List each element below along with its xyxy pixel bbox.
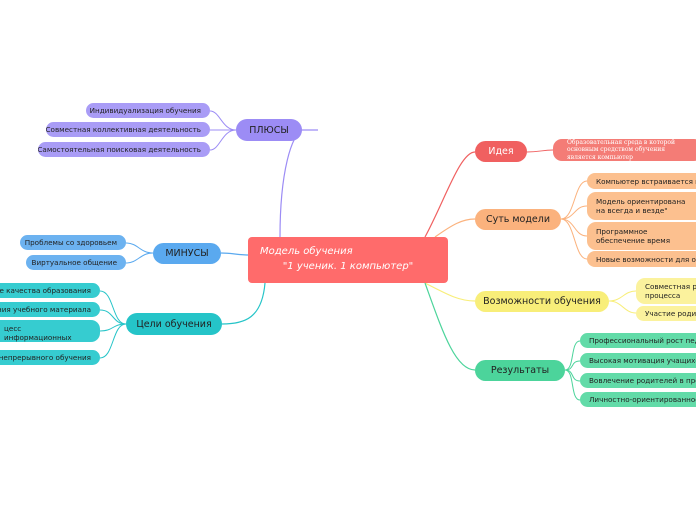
connector-line-15: [99, 323, 127, 359]
central-topic-subtitle: "1 ученик. 1 компьютер": [282, 260, 414, 272]
minus-item-virtual[interactable]: Виртуальное общение: [26, 255, 126, 270]
results-item-motivation[interactable]: Высокая мотивация учащихся: [580, 353, 696, 368]
branch-results[interactable]: Результаты: [475, 360, 565, 381]
essence-item-software[interactable]: Программное обеспечение время: [587, 222, 696, 250]
connector-line-9: [209, 129, 237, 151]
plus-item-individualization[interactable]: Индивидуализация обучения: [86, 103, 210, 118]
connector-line-1: [220, 252, 251, 256]
branch-possibilities[interactable]: Возможности обучения: [475, 291, 609, 312]
connector-line-6: [424, 282, 476, 371]
connector-line-0: [279, 129, 318, 238]
central-topic[interactable]: Модель обучения "1 ученик. 1 компьютер": [248, 237, 448, 283]
goals-item-material[interactable]: ения учебного материала: [0, 302, 100, 317]
goals-item-continuous[interactable]: я непрерывного обучения: [0, 350, 100, 365]
branch-plus[interactable]: ПЛЮСЫ: [236, 119, 302, 141]
connector-line-12: [99, 290, 127, 325]
connector-line-23: [564, 340, 581, 371]
essence-item-model[interactable]: Модель ориентирована на всегда и везде": [587, 192, 696, 220]
results-item-growth[interactable]: Профессиональный рост педа: [580, 333, 696, 348]
plus-item-collective[interactable]: Совместная коллективная деятельность: [46, 122, 210, 137]
connector-line-22: [608, 300, 637, 314]
goals-item-quality[interactable]: ние качества образования: [0, 283, 100, 298]
connector-line-3: [424, 151, 476, 238]
branch-idea[interactable]: Идея: [475, 141, 527, 162]
connector-line-17: [560, 180, 588, 220]
connector-line-25: [564, 369, 581, 382]
connector-line-2: [221, 282, 266, 325]
plus-item-search[interactable]: Самостоятельная поисковая деятельность: [38, 142, 210, 157]
connector-line-5: [424, 282, 476, 302]
connector-line-24: [564, 360, 581, 371]
connector-line-13: [99, 309, 127, 325]
connector-line-10: [125, 242, 154, 254]
connector-line-7: [209, 110, 237, 131]
central-topic-title: Модель обучения: [260, 246, 353, 257]
essence-item-new[interactable]: Новые возможности для обу: [587, 251, 696, 267]
results-item-involvement[interactable]: Вовлечение родителей в проц: [580, 373, 696, 388]
branch-minus[interactable]: МИНУСЫ: [153, 243, 221, 264]
goals-item-information[interactable]: цесс информационных: [0, 320, 100, 342]
minus-item-health[interactable]: Проблемы со здоровьем: [20, 235, 126, 250]
results-item-personal[interactable]: Личностно-ориентированное о: [580, 392, 696, 407]
possibilities-item-parents[interactable]: Участие родит: [636, 306, 696, 321]
idea-item-environment[interactable]: Образовательная среда в которой основным…: [553, 139, 696, 161]
connector-line-26: [564, 369, 581, 401]
branch-essence[interactable]: Суть модели: [475, 209, 561, 230]
connector-line-19: [560, 218, 588, 237]
connector-line-16: [526, 149, 554, 153]
connector-line-21: [608, 290, 637, 302]
possibilities-item-joint[interactable]: Совместная р процесса: [636, 278, 696, 304]
connector-line-18: [560, 205, 588, 220]
connector-line-4: [434, 218, 476, 238]
connector-line-20: [560, 218, 588, 260]
essence-item-computer[interactable]: Компьютер встраивается в и: [587, 173, 696, 189]
connector-line-11: [125, 252, 154, 264]
branch-goals[interactable]: Цели обучения: [126, 313, 222, 335]
